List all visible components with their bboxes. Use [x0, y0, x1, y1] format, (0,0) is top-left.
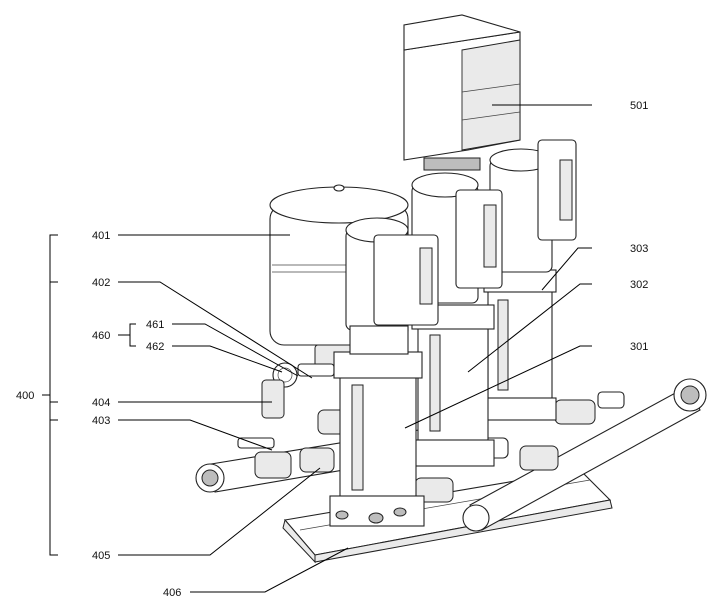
- label-461: 461: [146, 319, 164, 331]
- control-cabinet: [403, 14, 521, 171]
- label-401: 401: [92, 230, 110, 242]
- pump-3: [483, 139, 577, 421]
- label-406: 406: [163, 587, 181, 599]
- label-302: 302: [630, 279, 648, 291]
- leader-lines: [42, 104, 592, 593]
- label-460: 460: [92, 330, 110, 342]
- pump-1: [329, 217, 439, 527]
- label-403: 403: [92, 415, 110, 427]
- discharge-manifold-rear: [462, 378, 707, 532]
- label-402: 402: [92, 277, 110, 289]
- pressure-gauge-assembly: [261, 362, 335, 419]
- label-501: 501: [630, 100, 648, 112]
- label-404: 404: [92, 397, 110, 409]
- label-303: 303: [630, 243, 648, 255]
- label-301: 301: [630, 341, 648, 353]
- label-462: 462: [146, 341, 164, 353]
- label-400: 400: [16, 390, 34, 402]
- label-405: 405: [92, 550, 110, 562]
